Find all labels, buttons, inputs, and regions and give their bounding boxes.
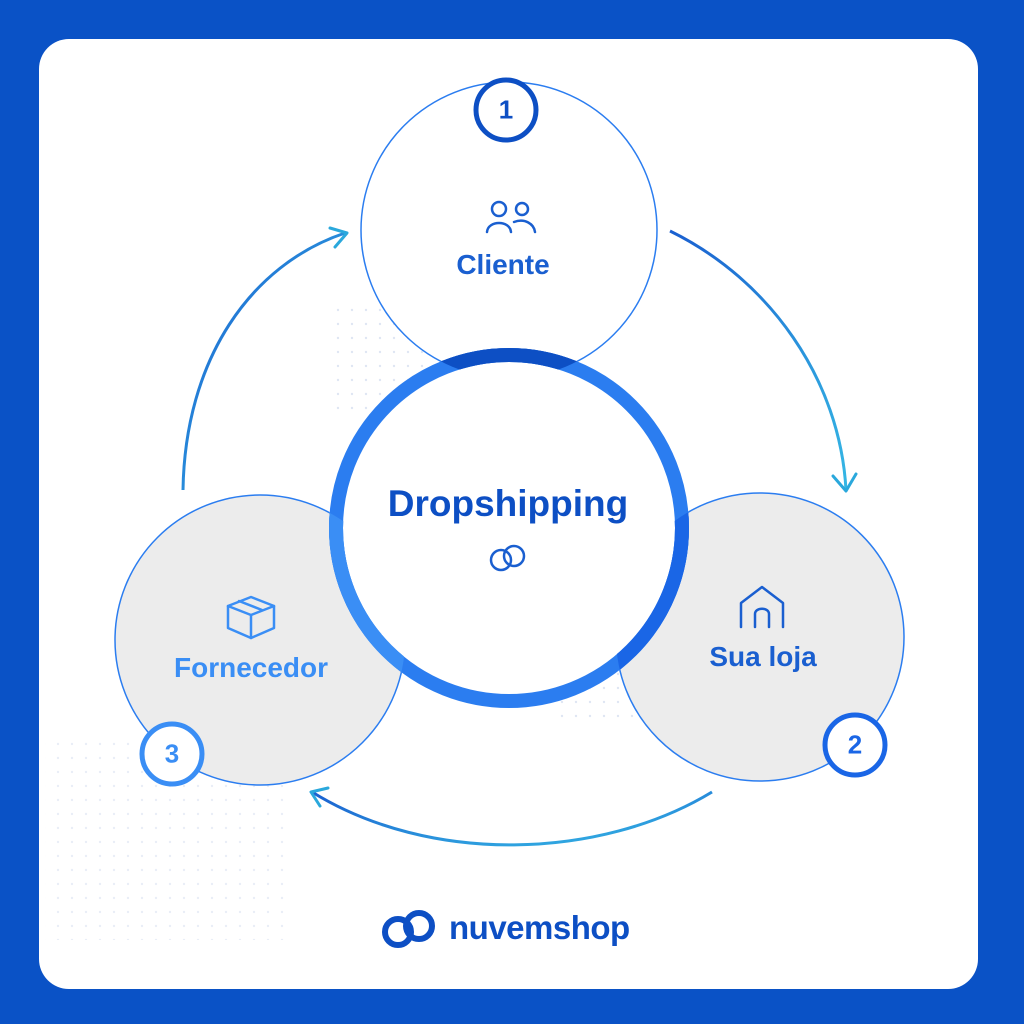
badge-number-3: 3 (164, 738, 180, 769)
diagram-card: Dropshipping Cliente Sua loja Fornecedor… (39, 39, 978, 989)
arrowhead (831, 472, 858, 493)
nuvemshop-small-icon (489, 544, 526, 572)
badge-1 (473, 77, 539, 143)
band-right (616, 493, 689, 708)
arrow-cliente-to-sua-loja (669, 229, 848, 491)
badge-3 (139, 721, 205, 787)
node-label-sua-loja: Sua loja (709, 641, 817, 672)
home-icon (739, 585, 785, 629)
arrow-sua-loja-to-fornecedor (311, 790, 713, 847)
node-label-cliente: Cliente (456, 249, 550, 280)
brand-name: nuvemshop (449, 909, 630, 946)
badge-number-1: 1 (498, 94, 514, 125)
dropshipping-diagram (45, 77, 905, 948)
arrowhead (328, 226, 349, 249)
badge-2 (822, 712, 888, 778)
badge-number-2: 2 (847, 729, 863, 760)
people-icon (485, 200, 537, 234)
band-top (361, 348, 657, 378)
arrow-fornecedor-to-cliente (181, 231, 346, 491)
center-inner (343, 362, 675, 694)
nuvemshop-logo-icon (382, 910, 435, 948)
node-label-fornecedor: Fornecedor (173, 652, 329, 683)
band-left (329, 495, 405, 708)
box-icon (226, 595, 276, 640)
diagram-title: Dropshipping (387, 483, 629, 524)
arrowhead (309, 786, 330, 808)
